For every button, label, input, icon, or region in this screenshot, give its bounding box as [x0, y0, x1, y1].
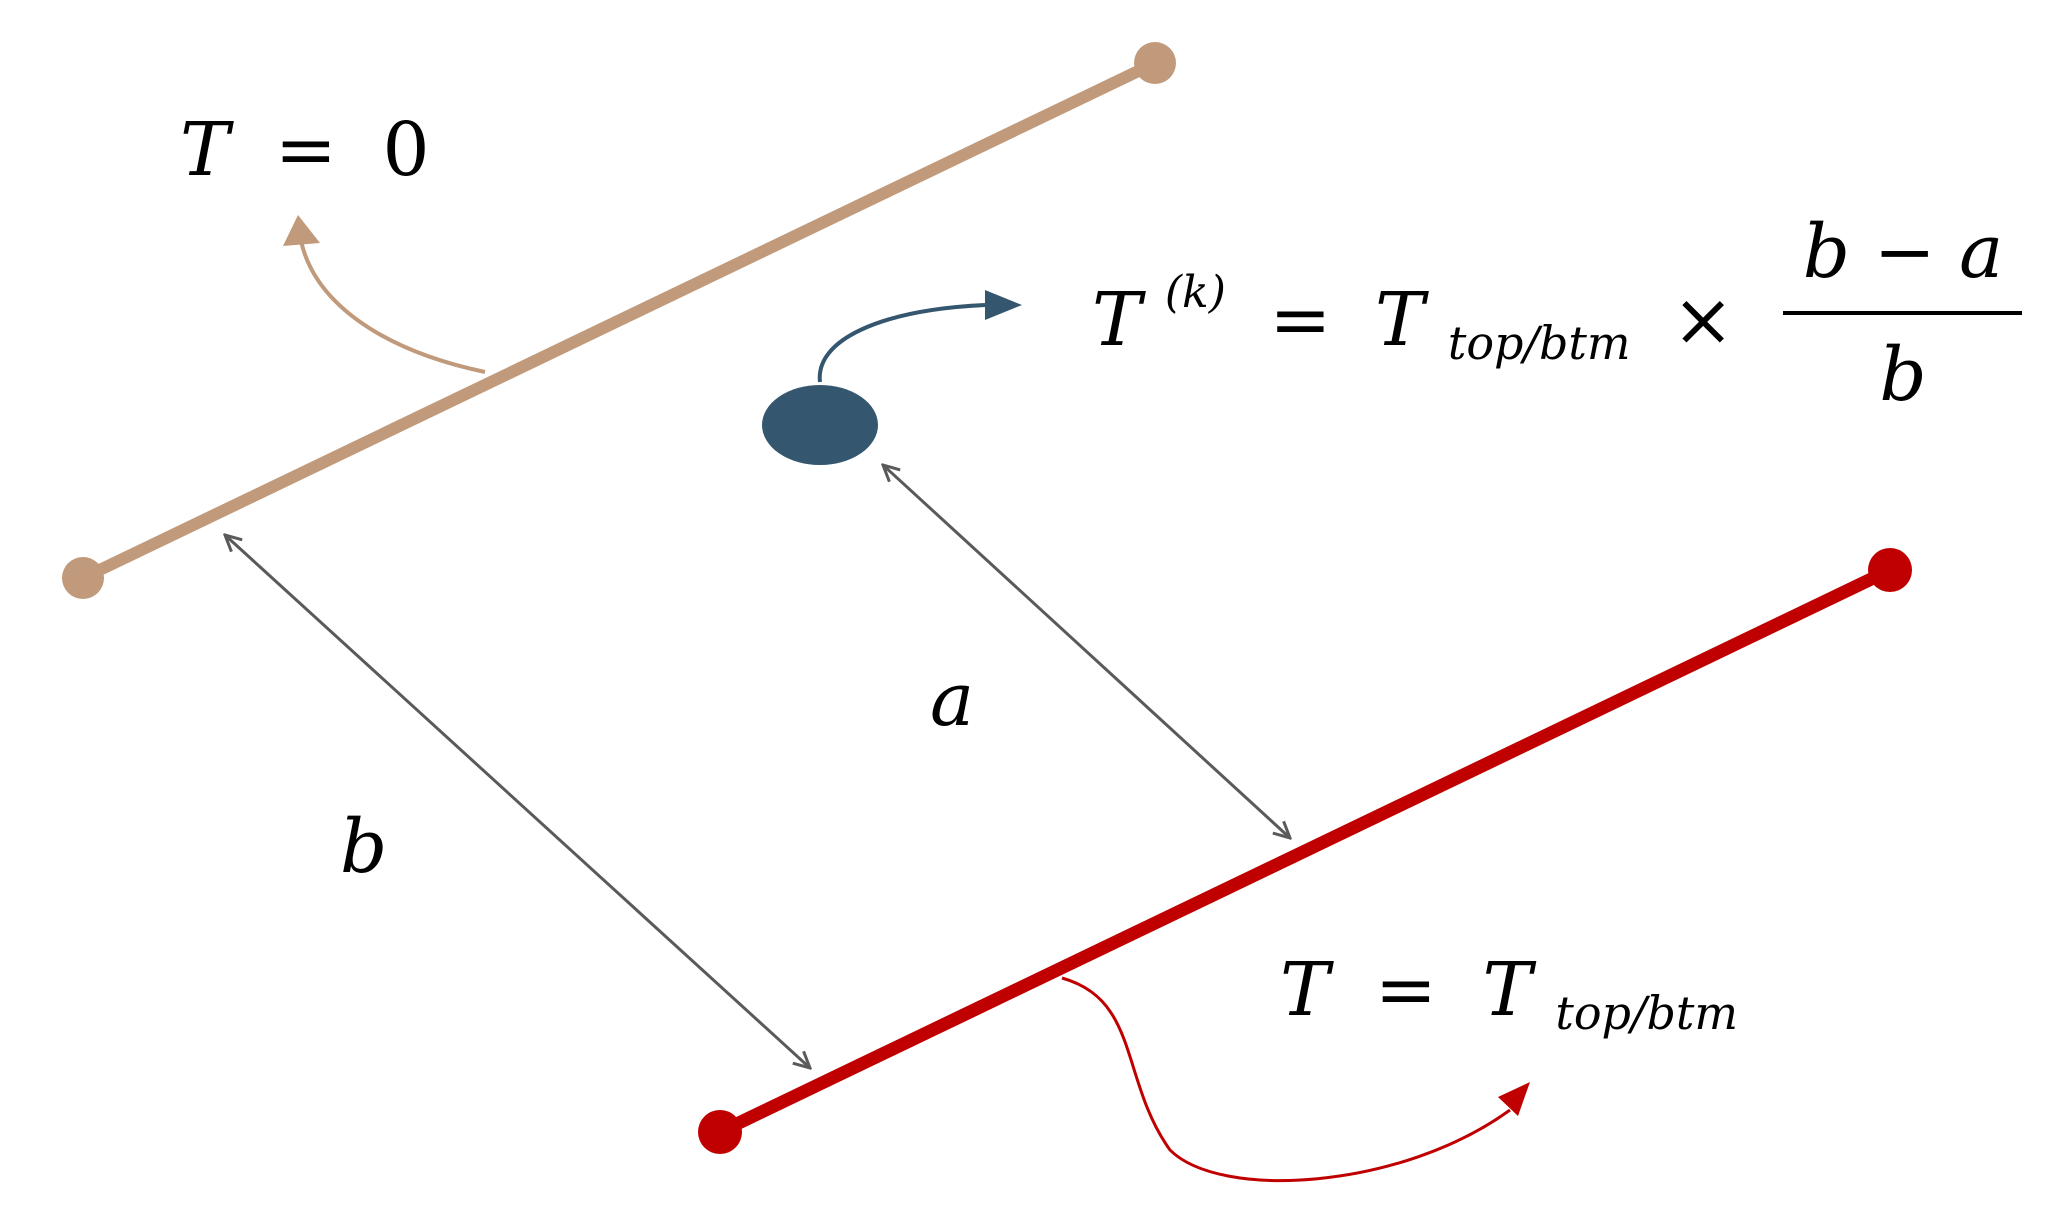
- formula-denominator: b: [1879, 332, 1926, 418]
- bottom-boundary: [698, 548, 1912, 1154]
- top-boundary-endpoint-left: [62, 557, 104, 599]
- formula-eq: =: [1269, 277, 1331, 363]
- distance-b-arrow: [225, 535, 810, 1068]
- top-boundary-line: [77, 57, 1161, 584]
- bottom-boundary-label: T = T top/btm: [1280, 947, 1738, 1040]
- bottom-boundary-endpoint-left: [698, 1110, 742, 1154]
- bottom-boundary-callout-curve: [1061, 976, 1511, 1183]
- distance-b-label: b: [340, 804, 387, 890]
- formula-numerator: b − a: [1803, 209, 2004, 295]
- bottom-label-T: T: [1280, 947, 1334, 1033]
- formula-rhs-T: T: [1375, 277, 1429, 363]
- top-label-eq: =: [275, 107, 337, 193]
- point-callout-curve: [817, 303, 986, 383]
- interior-point: [762, 385, 878, 465]
- bottom-label-rhs-T: T: [1482, 947, 1536, 1033]
- top-boundary-endpoint-right: [1134, 42, 1176, 84]
- formula-subscript: top/btm: [1448, 316, 1631, 370]
- bottom-boundary-endpoint-right: [1868, 548, 1912, 592]
- bottom-label-eq: =: [1375, 947, 1437, 1033]
- top-boundary-label: T = 0: [180, 107, 430, 193]
- point-callout: [817, 290, 1022, 383]
- top-label-value: 0: [382, 107, 429, 193]
- point-formula-label: T (k) = T top/btm ×: [1092, 239, 1734, 377]
- top-boundary: [62, 42, 1176, 599]
- distance-a-label: a: [930, 657, 974, 743]
- formula-times: ×: [1672, 277, 1734, 363]
- formula-T: T: [1092, 277, 1146, 363]
- distance-a-arrow: [883, 465, 1290, 838]
- formula-superscript: (k): [1165, 267, 1226, 318]
- top-boundary-callout-curve: [298, 234, 486, 374]
- bottom-boundary-callout: [1061, 976, 1530, 1183]
- top-boundary-callout: [283, 215, 486, 374]
- bottom-label-subscript: top/btm: [1555, 986, 1738, 1040]
- top-label-T: T: [180, 107, 234, 193]
- point-callout-arrowhead: [985, 290, 1022, 320]
- top-boundary-callout-arrowhead: [283, 215, 320, 246]
- bottom-boundary-callout-arrowhead: [1498, 1082, 1530, 1116]
- bottom-boundary-line: [713, 563, 1897, 1139]
